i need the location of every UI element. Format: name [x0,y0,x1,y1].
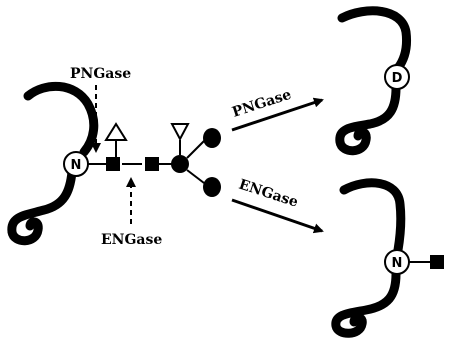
left-residue-label: N [71,158,82,173]
bottom-right-residue-label: N [392,256,403,271]
engase-product-protein [331,178,406,338]
pngase-reaction-label: PNGase [230,87,293,121]
remaining-asn-glcnac: N [384,249,444,275]
aspartate-residue: D [384,64,410,90]
mannose-core-circle [171,155,189,173]
left-protein-backbone [7,81,99,246]
lower-mannose-circle [203,177,221,197]
remaining-glcnac-square [430,255,444,269]
fucose-triangle-icon [104,122,128,141]
upper-branch-link [186,140,205,159]
glycan-chain [88,122,221,197]
top-right-residue-label: D [392,71,403,86]
upper-mannose-circle [203,128,221,148]
lower-branch-link [186,169,205,184]
pngase-product-protein [335,6,411,156]
glcnac-square-2 [145,157,159,171]
pngase-site-label: PNGase [70,66,131,82]
inverted-triangle-icon [170,123,190,142]
left-asn-residue: N [63,151,89,177]
pngase-reaction-arrow [231,97,324,132]
engase-site-label: ENGase [101,232,162,248]
glcnac-square-1 [106,157,120,171]
engase-reaction-arrow [231,198,324,234]
